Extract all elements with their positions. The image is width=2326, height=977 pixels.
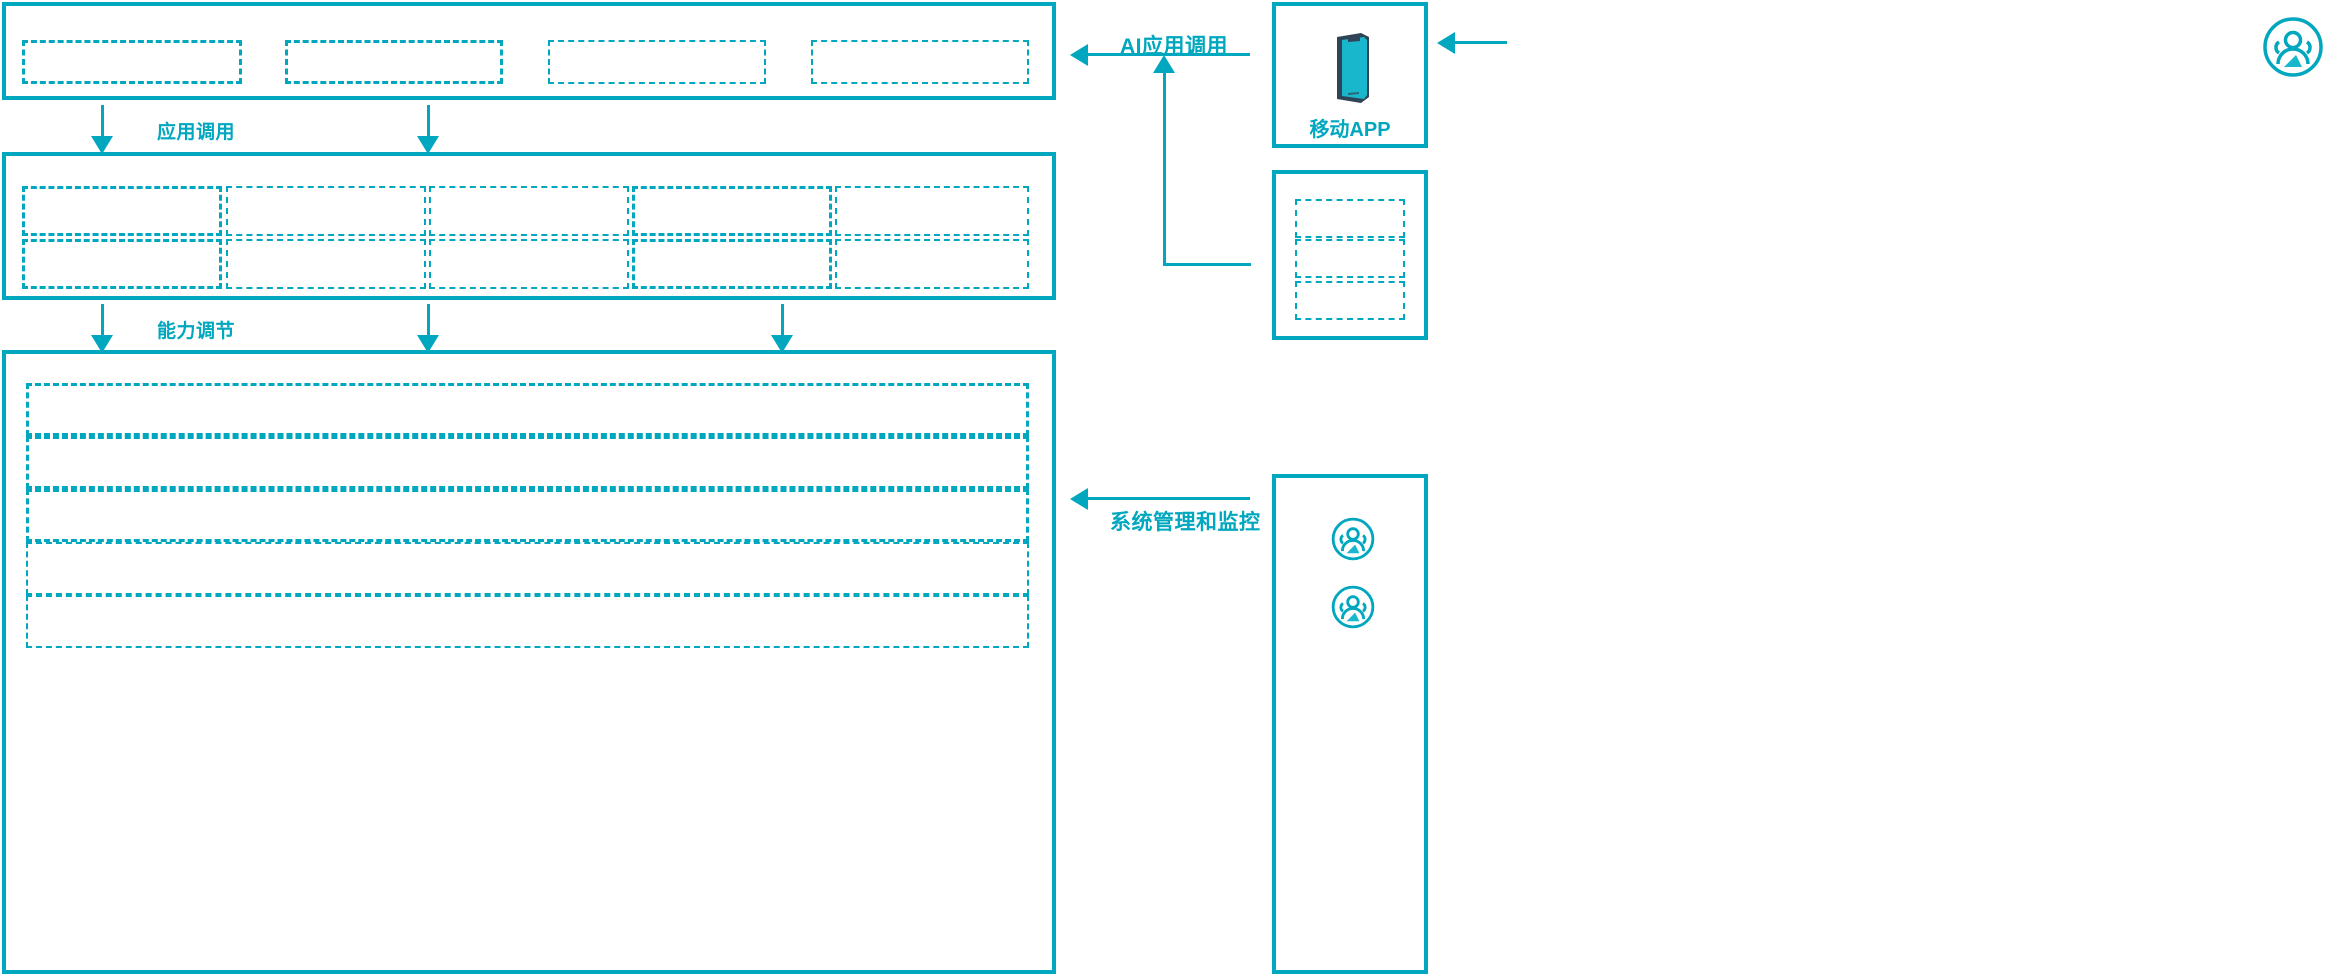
capability-slot-r1c5[interactable] <box>835 186 1029 236</box>
ops-users-group-icon-2 <box>1331 585 1375 629</box>
capability-slot-r2c4[interactable] <box>632 239 832 289</box>
channel-card <box>1272 170 1428 340</box>
application-slot-3[interactable] <box>548 40 766 84</box>
capability-slot-r2c2[interactable] <box>226 239 426 289</box>
platform-row-2[interactable] <box>26 436 1029 489</box>
platform-row-1[interactable] <box>26 383 1029 436</box>
channel-slot-3[interactable] <box>1295 281 1405 320</box>
channel-slot-1[interactable] <box>1295 199 1405 238</box>
capability-slot-r2c3[interactable] <box>429 239 629 289</box>
capability-slot-r2c5[interactable] <box>835 239 1029 289</box>
capability-layer-panel <box>2 152 1056 300</box>
capability-slot-r1c1[interactable] <box>22 186 222 236</box>
ops-users-group-icon-1 <box>1331 517 1375 561</box>
capability-slot-r1c3[interactable] <box>429 186 629 236</box>
capability-adjust-label: 能力调节 <box>157 321 236 342</box>
channel-riser-elbow <box>1163 263 1251 266</box>
capability-slot-r1c4[interactable] <box>632 186 832 236</box>
channel-slot-2[interactable] <box>1295 239 1405 278</box>
platform-layer-panel <box>2 350 1056 974</box>
application-slot-2[interactable] <box>285 40 503 84</box>
platform-row-4[interactable] <box>26 542 1029 595</box>
platform-row-3[interactable] <box>26 489 1029 542</box>
system-mgmt-label: 系统管理和监控 <box>1110 511 1261 534</box>
external-users-group-icon <box>2262 16 2324 78</box>
capability-slot-r1c2[interactable] <box>226 186 426 236</box>
platform-row-5[interactable] <box>26 595 1029 648</box>
application-slot-4[interactable] <box>811 40 1029 84</box>
capability-slot-r2c1[interactable] <box>22 239 222 289</box>
ai-app-call-label: AI应用调用 <box>1120 35 1228 58</box>
mobile-phone-icon <box>1331 31 1373 105</box>
app-call-label: 应用调用 <box>157 122 236 143</box>
application-slot-1[interactable] <box>22 40 242 84</box>
mobile-app-caption: 移动APP <box>1309 119 1391 141</box>
